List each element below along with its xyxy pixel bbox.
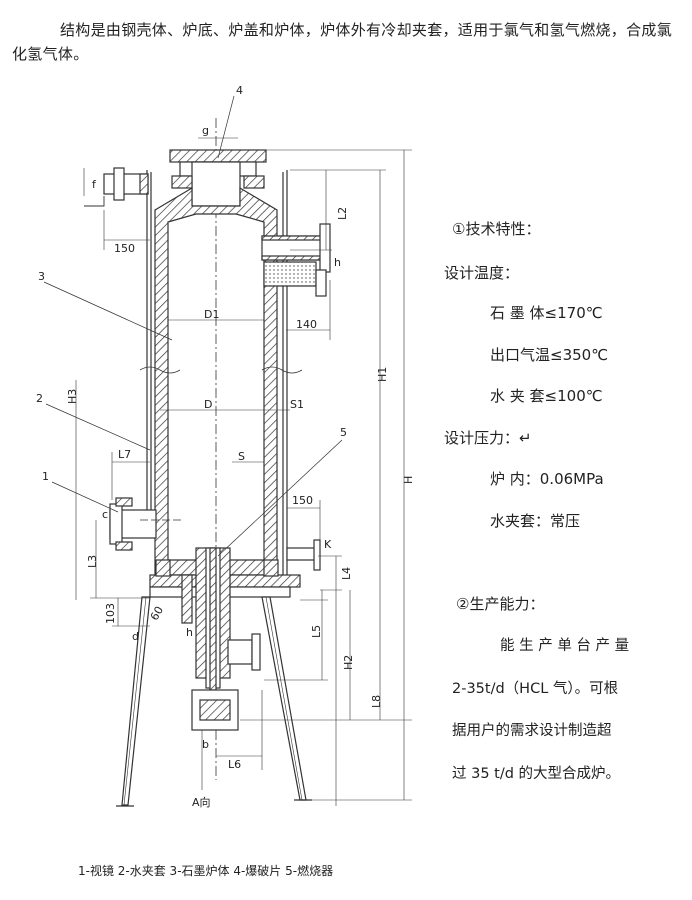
dim-150-right: 150 [292,494,313,507]
callout-1: 1 [42,470,49,483]
dim-150-top: 150 [114,242,135,255]
label-k: K [324,538,332,551]
top-flange [169,149,267,163]
dim-d: D [204,398,212,411]
capacity-line-2: 2-35t/d（HCL 气）。可根 [452,681,619,697]
furnace-drawing: 1 2 3 4 5 g f h c K b d h 150 140 150 10… [36,86,415,809]
callout-5: 5 [340,426,347,439]
callout-2: 2 [36,392,43,405]
legend-caption: 1-视镜 2-水夹套 3-石墨炉体 4-爆破片 5-燃烧器 [78,864,334,878]
spec-design-pressure-label: 设计压力：↵ [444,429,532,447]
dim-s: S [238,450,245,463]
label-h-burner: h [186,626,193,639]
leg-left [121,596,151,806]
label-d: d [132,630,139,643]
spec-heading-technical: ①技术特性： [452,220,541,238]
dim-h2: H2 [342,655,355,670]
dim-l5: L5 [310,625,323,638]
capacity-line-1: 能 生 产 单 台 产 量 [500,638,630,654]
dim-h1: H1 [376,367,389,382]
spec-jacket-pressure: 水夹套：常压 [490,512,581,530]
label-f: f [92,178,97,191]
label-h: h [334,256,341,269]
spec-furnace-pressure: 炉 内：0.06MPa [490,470,604,488]
dim-h3: H3 [66,389,79,404]
dim-l2: L2 [336,207,349,220]
dim-d1: D1 [204,308,219,321]
spec-heading-capacity: ②生产能力： [456,595,545,613]
dim-l3: L3 [86,555,99,568]
water-nozzle-k [286,547,316,561]
capacity-line-4: 过 35 t/d 的大型合成炉。 [452,766,621,782]
callout-3: 3 [38,270,45,283]
label-g: g [202,124,209,137]
label-c: c [102,508,108,521]
dim-l6: L6 [228,758,241,771]
spec-design-temp-label: 设计温度： [444,264,520,282]
spec-jacket-temp: 水 夹 套≤100℃ [490,387,603,405]
dim-l8: L8 [370,695,383,708]
dim-140: 140 [296,318,317,331]
label-b: b [202,738,209,751]
dim-60: 60 [148,604,166,623]
dim-l7: L7 [118,448,131,461]
dim-103: 103 [104,603,117,624]
intro-paragraph: 结构是由钢壳体、炉底、炉盖和炉体，炉体外有冷却夹套，适用于氯气和氢气燃烧，合成氯… [12,21,673,63]
rupture-disc-pipe [191,161,241,207]
dim-h: H [402,476,415,484]
view-a-label: A向 [192,795,211,809]
capacity-line-3: 据用户的需求设计制造超 [452,723,612,739]
spec-outlet-temp: 出口气温≤350℃ [490,346,609,364]
dim-l4: L4 [340,567,353,580]
callout-4: 4 [236,86,243,97]
dim-s1: S1 [290,398,304,411]
spec-graphite-temp: 石 墨 体≤170℃ [490,304,603,322]
